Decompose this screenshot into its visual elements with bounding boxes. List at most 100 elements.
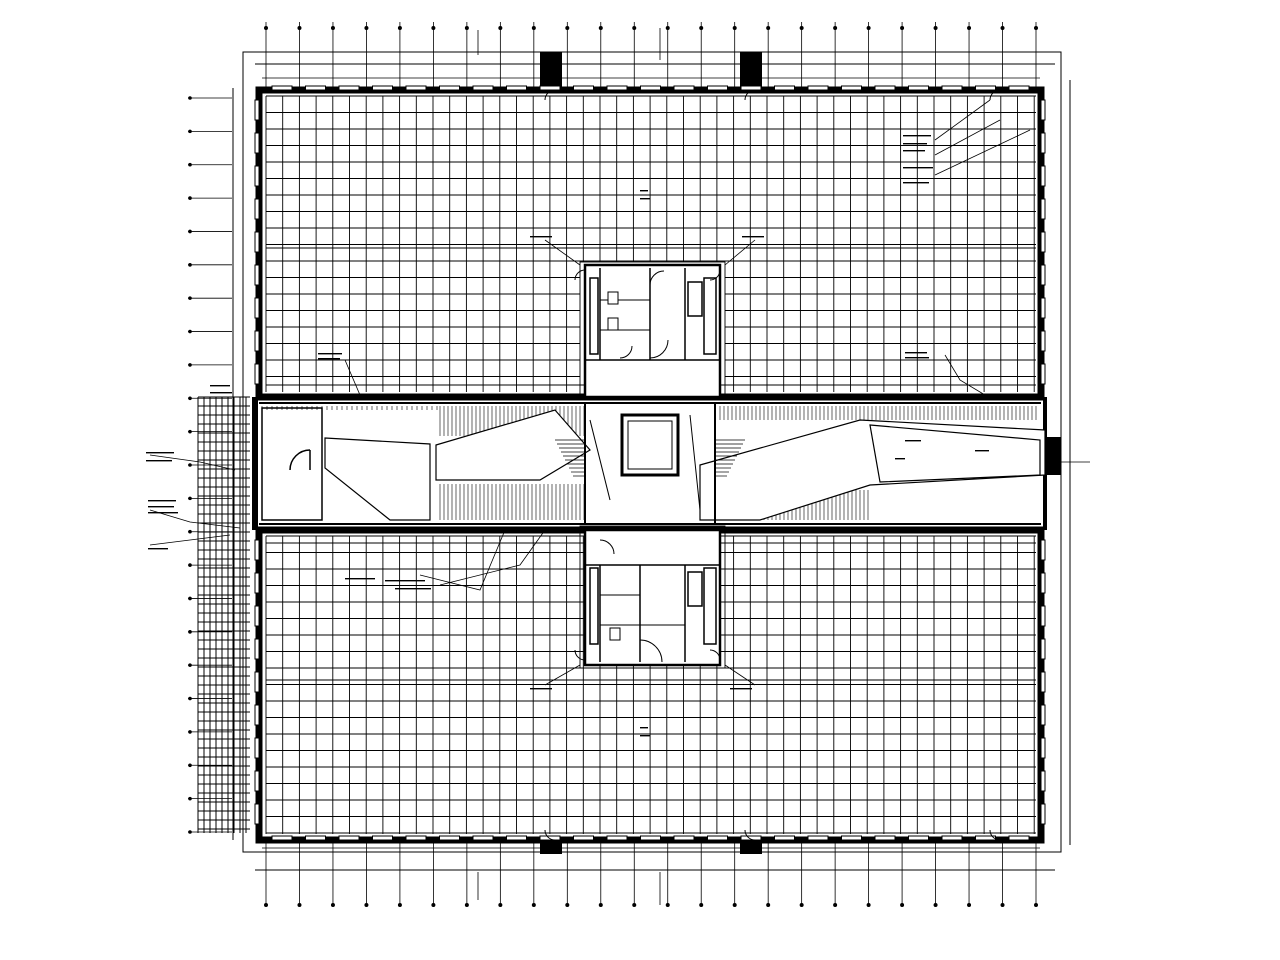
- grid-bubble-bottom: [766, 903, 771, 908]
- grid-bubble-top: [1034, 25, 1039, 30]
- toilet-core-north: [583, 263, 722, 399]
- window-tick-right: [1040, 671, 1046, 693]
- window-tick-bottom: [740, 835, 762, 841]
- window-tick-top: [774, 85, 795, 91]
- grid-bubble-bottom: [799, 903, 804, 908]
- row-bubble: [188, 830, 192, 834]
- annotation-mark: [903, 143, 927, 145]
- grid-bubble-bottom: [431, 903, 436, 908]
- window-tick-top: [539, 85, 561, 91]
- grid-bubble-top: [632, 25, 637, 30]
- window-tick-left: [254, 132, 260, 154]
- row-bubble: [188, 796, 192, 801]
- row-bubble: [188, 263, 192, 267]
- window-tick-top: [975, 85, 996, 91]
- window-tick-bottom: [305, 835, 326, 841]
- window-tick-top: [439, 85, 460, 91]
- window-tick-bottom: [573, 835, 594, 841]
- annotation-mark: [385, 580, 425, 582]
- grid-bubble-top: [565, 25, 570, 30]
- window-tick-right: [1040, 165, 1046, 187]
- annotation-mark: [148, 512, 178, 514]
- annotation-leaders: [149, 28, 1090, 905]
- annotation-mark: [730, 688, 752, 690]
- grid-bubble-bottom: [364, 903, 369, 908]
- window-tick-top: [606, 85, 628, 91]
- window-tick-left: [254, 737, 260, 759]
- window-tick-bottom: [975, 835, 996, 841]
- grid-bubble-top: [933, 25, 938, 30]
- grid-bubble-top: [364, 25, 369, 30]
- left-lobby: [261, 407, 323, 521]
- window-tick-bottom: [271, 835, 293, 841]
- window-tick-bottom: [439, 835, 460, 841]
- window-tick-right: [1040, 704, 1046, 726]
- window-tick-left: [254, 264, 260, 286]
- grid-bubble-top: [1000, 25, 1005, 30]
- grid-bubble-top: [732, 25, 737, 30]
- annotation-mark: [905, 440, 921, 442]
- row-bubble: [188, 596, 192, 601]
- window-tick-left: [254, 605, 260, 627]
- grid-bubble-top: [967, 25, 972, 30]
- row-bubble: [188, 696, 192, 701]
- window-tick-bottom: [506, 835, 527, 841]
- toilet-core-south: [583, 528, 722, 667]
- grid-bubble-bottom: [330, 903, 335, 908]
- annotation-mark: [210, 385, 230, 387]
- annotation-mark: [640, 190, 648, 192]
- grid-bubble-top: [531, 25, 536, 30]
- window-tick-left: [254, 539, 260, 561]
- window-tick-top: [372, 85, 393, 91]
- annotation-mark: [903, 135, 931, 137]
- window-tick-left: [254, 770, 260, 792]
- annotation-mark: [148, 548, 168, 550]
- window-tick-bottom: [673, 835, 695, 841]
- grid-bubble-bottom: [665, 903, 670, 908]
- window-tick-bottom: [841, 835, 862, 841]
- window-tick-bottom: [372, 835, 393, 841]
- row-bubble: [188, 529, 192, 534]
- grid-bubble-bottom: [1034, 903, 1039, 908]
- window-tick-right: [1040, 297, 1046, 319]
- ceiling-grid-south: [265, 535, 1036, 834]
- grid-bubble-bottom: [933, 903, 938, 908]
- grid-bubble-top: [431, 25, 436, 30]
- row-bubble: [188, 730, 192, 734]
- window-tick-right: [1040, 539, 1046, 561]
- grid-bubble-top: [498, 25, 503, 30]
- window-tick-top: [338, 85, 360, 91]
- grid-bubble-top: [397, 25, 402, 30]
- window-tick-bottom: [941, 835, 963, 841]
- window-tick-top: [841, 85, 862, 91]
- window-tick-top: [640, 85, 661, 91]
- window-tick-bottom: [908, 835, 929, 841]
- window-tick-bottom: [807, 835, 829, 841]
- diagonal-ramp: [324, 409, 1046, 521]
- window-tick-bottom: [874, 835, 896, 841]
- grid-bubble-bottom: [732, 903, 737, 908]
- window-tick-right: [1040, 132, 1046, 154]
- window-tick-top: [573, 85, 594, 91]
- window-tick-right: [1040, 803, 1046, 825]
- row-bubble: [188, 763, 192, 768]
- grid-bubble-bottom: [833, 903, 838, 908]
- window-markers: [254, 85, 1046, 841]
- window-tick-right: [1040, 99, 1046, 121]
- window-tick-top: [908, 85, 929, 91]
- window-tick-right: [1040, 363, 1046, 385]
- window-tick-left: [254, 671, 260, 693]
- window-tick-left: [254, 330, 260, 352]
- window-tick-top: [405, 85, 427, 91]
- row-bubble: [188, 496, 192, 501]
- window-tick-top: [673, 85, 695, 91]
- window-tick-top: [740, 85, 762, 91]
- central-stair-core: [584, 402, 716, 525]
- annotation-mark: [395, 588, 431, 590]
- grid-bubble-bottom: [565, 903, 570, 908]
- annotation-mark: [148, 500, 176, 502]
- window-tick-right: [1040, 638, 1046, 660]
- window-tick-right: [1040, 198, 1046, 220]
- grid-bubble-bottom: [498, 903, 503, 908]
